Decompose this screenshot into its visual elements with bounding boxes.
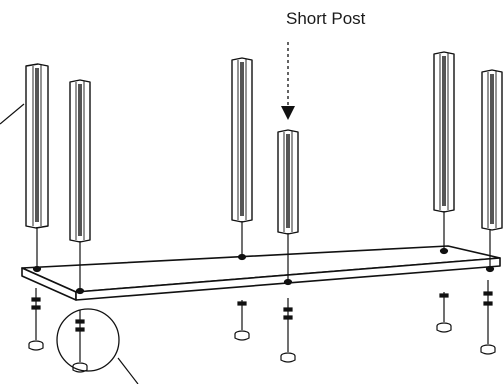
leveling-foot — [436, 292, 452, 333]
tall-post — [433, 51, 455, 255]
tall-post — [69, 79, 91, 295]
short-post-arrow — [281, 42, 295, 120]
shelf-board — [21, 245, 501, 301]
leveling-foot — [28, 288, 44, 351]
detail-magnifier-circle — [56, 308, 120, 372]
leveling-foot — [72, 310, 88, 373]
leveling-foot — [480, 280, 496, 355]
tall-post — [231, 57, 253, 261]
callout-leader-left — [0, 103, 25, 125]
leveling-foot — [280, 298, 296, 363]
detail-leader-line — [117, 357, 139, 384]
short-post-label: Short Post — [286, 9, 366, 28]
short-post — [277, 129, 299, 286]
tall-post — [25, 63, 49, 273]
leveling-foot — [234, 300, 250, 341]
tall-post — [481, 69, 503, 273]
